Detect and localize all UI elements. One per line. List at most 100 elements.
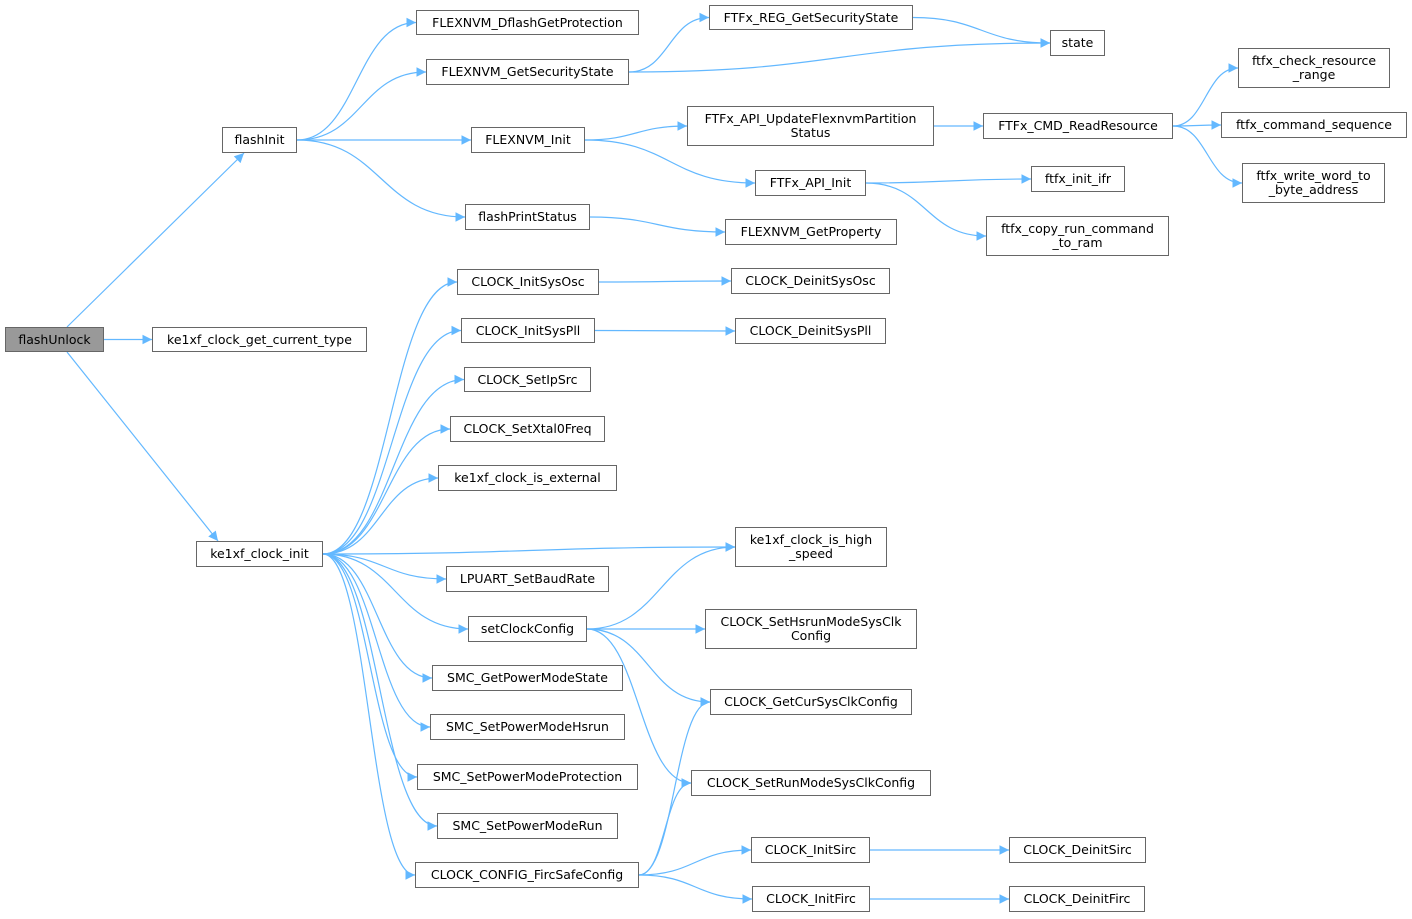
edge-ke1xf-clock-init-to-clock-config-fircsafeconfig	[322, 553, 416, 880]
node-clock-config-fircsafeconfig[interactable]: CLOCK_CONFIG_FircSafeConfig	[415, 862, 639, 888]
edge-ke1xf-clock-init-to-ke1xf-clock-is-external	[322, 473, 439, 555]
node-ftfx-cmd-readresource[interactable]: FTFx_CMD_ReadResource	[983, 113, 1173, 139]
node-label: FTFx_API_Init	[769, 175, 852, 190]
edge-clock-initsyspll-to-clock-deinitsyspll	[594, 326, 736, 336]
node-clock-sethsrunmodesysclkconfig[interactable]: CLOCK_SetHsrunModeSysClk Config	[705, 609, 917, 649]
edge-clock-config-fircsafeconfig-to-clock-initsirc	[638, 845, 752, 876]
node-label: CLOCK_SetHsrunModeSysClk Config	[720, 614, 902, 643]
edge-ke1xf-clock-init-to-ke1xf-clock-is-high-speed	[322, 542, 736, 555]
node-label: FLEXNVM_DflashGetProtection	[432, 14, 623, 30]
node-label: ke1xf_clock_is_high _speed	[749, 532, 873, 561]
node-smc-getpowermodestate[interactable]: SMC_GetPowerModeState	[432, 665, 623, 691]
node-ke1xf-clock-init[interactable]: ke1xf_clock_init	[196, 541, 323, 567]
edge-ke1xf-clock-init-to-clock-initsyspll	[322, 325, 462, 555]
edge-flexnvm-getsecuritystate-to-state	[628, 38, 1051, 73]
edge-ke1xf-clock-init-to-clock-setxtal0freq	[322, 424, 451, 555]
node-flexnvm-getsecuritystate[interactable]: FLEXNVM_GetSecurityState	[426, 59, 629, 85]
edge-flexnvm-getsecuritystate-to-ftfx-reg-getsecuritystate	[628, 12, 710, 73]
node-label: FTFx_CMD_ReadResource	[998, 118, 1158, 133]
node-label: ke1xf_clock_is_external	[454, 470, 601, 485]
node-label: CLOCK_GetCurSysClkConfig	[724, 694, 898, 709]
node-label: CLOCK_DeinitSysOsc	[745, 273, 876, 288]
node-ftfx-command-sequence[interactable]: ftfx_command_sequence	[1221, 112, 1407, 138]
node-flashprintstatus[interactable]: flashPrintStatus	[465, 204, 590, 230]
edge-setclockconfig-to-clock-getcursysclkconfig	[586, 628, 711, 707]
edge-ftfx-cmd-readresource-to-ftfx-check-resource-range	[1172, 63, 1239, 127]
node-smc-setpowermodehsrun[interactable]: SMC_SetPowerModeHsrun	[430, 714, 625, 740]
node-label: ke1xf_clock_init	[210, 546, 309, 561]
node-label: SMC_SetPowerModeProtection	[432, 769, 623, 784]
node-label: CLOCK_InitFirc	[766, 891, 856, 906]
node-clock-getcursysclkconfig[interactable]: CLOCK_GetCurSysClkConfig	[710, 689, 912, 715]
node-label: FTFx_API_UpdateFlexnvmPartition Status	[704, 111, 917, 140]
node-label: CLOCK_SetRunModeSysClkConfig	[706, 775, 916, 790]
edge-ftfx-reg-getsecuritystate-to-state	[912, 16, 1051, 48]
node-clock-deinitsyspll[interactable]: CLOCK_DeinitSysPll	[735, 318, 886, 344]
edge-flashinit-to-flexnvm-dflashgetprotection	[296, 17, 417, 141]
node-label: state	[1061, 35, 1094, 50]
node-setclockconfig[interactable]: setClockConfig	[468, 616, 587, 642]
edge-ke1xf-clock-init-to-setclockconfig	[322, 553, 469, 634]
node-label: CLOCK_SetIpSrc	[477, 371, 578, 387]
edge-ke1xf-clock-init-to-clock-setipsrc	[322, 374, 465, 555]
edge-ke1xf-clock-init-to-smc-setpowermodehsrun	[322, 553, 431, 732]
node-label: FTFx_REG_GetSecurityState	[723, 9, 899, 25]
edge-clock-config-fircsafeconfig-to-clock-setrunmodesysclkconfig	[638, 778, 692, 876]
edge-flashunlock-to-ke1xf-clock-init	[66, 351, 219, 542]
edge-ftfx-api-init-to-ftfx-copy-run-command-to-ram	[865, 182, 987, 241]
node-label: LPUART_SetBaudRate	[459, 571, 596, 586]
node-label: ftfx_write_word_to _byte_address	[1256, 168, 1371, 197]
node-smc-setpowermodeprotection[interactable]: SMC_SetPowerModeProtection	[417, 764, 638, 790]
node-label: flashInit	[234, 132, 285, 147]
node-clock-deinitfirc[interactable]: CLOCK_DeinitFirc	[1009, 886, 1145, 912]
node-flashinit[interactable]: flashInit	[222, 127, 297, 153]
node-flexnvm-dflashgetprotection[interactable]: FLEXNVM_DflashGetProtection	[416, 10, 639, 35]
node-clock-initsysosc[interactable]: CLOCK_InitSysOsc	[457, 269, 599, 295]
node-ftfx-init-ifr[interactable]: ftfx_init_ifr	[1031, 166, 1125, 192]
edge-ke1xf-clock-init-to-clock-initsysosc	[322, 277, 458, 555]
node-label: FLEXNVM_GetSecurityState	[441, 64, 614, 79]
node-label: CLOCK_DeinitSirc	[1023, 842, 1132, 857]
node-flashunlock: flashUnlock	[5, 327, 104, 352]
node-clock-initsirc[interactable]: CLOCK_InitSirc	[751, 837, 870, 863]
edge-setclockconfig-to-clock-setrunmodesysclkconfig	[586, 628, 692, 788]
node-ke1xf-clock-is-external[interactable]: ke1xf_clock_is_external	[438, 465, 617, 491]
edge-clock-config-fircsafeconfig-to-clock-initfirc	[638, 874, 753, 904]
node-clock-setipsrc[interactable]: CLOCK_SetIpSrc	[464, 367, 591, 392]
edge-ftfx-cmd-readresource-to-ftfx-write-word-to-byte-address	[1172, 125, 1243, 188]
edge-setclockconfig-to-ke1xf-clock-is-high-speed	[586, 542, 736, 630]
node-clock-initfirc[interactable]: CLOCK_InitFirc	[752, 886, 870, 912]
node-ftfx-copy-run-command-to-ram[interactable]: ftfx_copy_run_command _to_ram	[986, 216, 1169, 256]
node-ke1xf-clock-get-current-type[interactable]: ke1xf_clock_get_current_type	[152, 327, 367, 352]
edge-ftfx-api-init-to-ftfx-init-ifr	[865, 174, 1032, 184]
node-ftfx-reg-getsecuritystate[interactable]: FTFx_REG_GetSecurityState	[709, 5, 913, 30]
node-state[interactable]: state	[1050, 30, 1105, 56]
node-clock-setxtal0freq[interactable]: CLOCK_SetXtal0Freq	[450, 416, 605, 442]
node-clock-initsyspll[interactable]: CLOCK_InitSysPll	[461, 318, 595, 343]
node-label: FLEXNVM_Init	[485, 132, 571, 147]
node-clock-deinitsysosc[interactable]: CLOCK_DeinitSysOsc	[731, 268, 890, 294]
edge-flashinit-to-flashprintstatus	[296, 139, 466, 222]
node-label: CLOCK_InitSysPll	[475, 322, 581, 338]
node-ke1xf-clock-is-high-speed[interactable]: ke1xf_clock_is_high _speed	[735, 527, 887, 567]
node-lpuart-setbaudrate[interactable]: LPUART_SetBaudRate	[446, 566, 609, 592]
node-label: setClockConfig	[480, 621, 575, 636]
node-ftfx-write-word-to-byte-address[interactable]: ftfx_write_word_to _byte_address	[1242, 163, 1385, 203]
node-label: CLOCK_SetXtal0Freq	[463, 421, 592, 436]
node-clock-setrunmodesysclkconfig[interactable]: CLOCK_SetRunModeSysClkConfig	[691, 770, 931, 796]
edge-flashprintstatus-to-flexnvm-getproperty	[589, 216, 726, 237]
node-flexnvm-init[interactable]: FLEXNVM_Init	[471, 127, 585, 153]
edge-ke1xf-clock-init-to-smc-getpowermodestate	[322, 553, 433, 683]
node-label: CLOCK_InitSirc	[764, 842, 857, 857]
edge-flexnvm-init-to-ftfx-api-init	[584, 139, 756, 188]
node-flexnvm-getproperty[interactable]: FLEXNVM_GetProperty	[725, 219, 897, 245]
node-ftfx-api-init[interactable]: FTFx_API_Init	[755, 170, 866, 196]
node-smc-setpowermoderun[interactable]: SMC_SetPowerModeRun	[437, 813, 618, 839]
edge-flexnvm-init-to-ftfx-api-updateflexnvmpartitionstatus	[584, 121, 688, 141]
node-label: ftfx_copy_run_command _to_ram	[1001, 221, 1154, 250]
node-clock-deinitsirc[interactable]: CLOCK_DeinitSirc	[1009, 837, 1146, 863]
node-ftfx-api-updateflexnvmpartitionstatus[interactable]: FTFx_API_UpdateFlexnvmPartition Status	[687, 106, 934, 146]
node-label: CLOCK_InitSysOsc	[471, 274, 585, 289]
node-ftfx-check-resource-range[interactable]: ftfx_check_resource _range	[1238, 48, 1390, 88]
